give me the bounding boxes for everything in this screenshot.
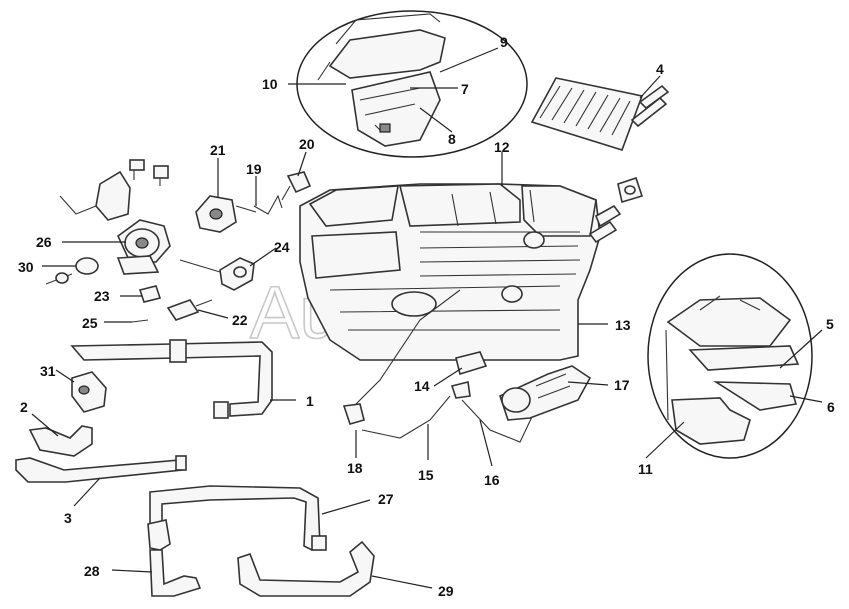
actuator-21 (195, 195, 257, 233)
callout-31: 31 (40, 363, 56, 379)
callout-27: 27 (378, 491, 394, 507)
callout-9: 9 (500, 34, 508, 50)
callout-4: 4 (656, 61, 664, 77)
callout-labels: 1 2 3 4 5 6 7 8 9 10 11 12 13 14 15 16 1… (18, 34, 835, 599)
blower-housing-parts (59, 159, 169, 221)
callout-24: 24 (274, 239, 290, 255)
rod-25 (131, 319, 149, 323)
callout-12: 12 (494, 139, 510, 155)
callout-18: 18 (347, 460, 363, 476)
clip-23 (138, 285, 162, 303)
callout-5: 5 (826, 316, 834, 332)
callout-16: 16 (484, 472, 500, 488)
detail-circle-right (647, 253, 813, 459)
callout-10: 10 (262, 76, 278, 92)
heater-core (530, 77, 670, 151)
control-panel-17 (499, 365, 592, 421)
callout-29: 29 (438, 583, 454, 599)
servo-24 (179, 257, 255, 291)
valve-31 (71, 371, 107, 413)
callout-27-30: 30 (18, 259, 34, 275)
callout-19: 19 (246, 161, 262, 177)
callout-28: 28 (84, 563, 100, 579)
link-19 (253, 194, 283, 215)
callout-17: 17 (614, 377, 630, 393)
callout-25: 25 (82, 315, 98, 331)
hose-29 (237, 540, 375, 597)
hose-1 (70, 339, 273, 419)
leader-lines (31, 47, 823, 589)
knob-part (45, 257, 99, 285)
callout-11: 11 (638, 461, 653, 477)
sensor-22 (166, 299, 213, 321)
hose-28 (147, 519, 202, 597)
callout-20: 20 (299, 136, 315, 152)
hose-27 (149, 485, 327, 551)
callout-8: 8 (448, 131, 456, 147)
callout-1: 1 (306, 393, 314, 409)
callout-7: 7 (461, 81, 469, 97)
blower-motor (116, 219, 171, 275)
hose-3 (15, 455, 187, 483)
connector-20 (281, 171, 312, 201)
callout-22: 22 (232, 312, 248, 328)
callout-13: 13 (615, 317, 631, 333)
callout-23: 23 (94, 288, 110, 304)
callout-2: 2 (20, 399, 28, 415)
hose-2 (28, 425, 93, 457)
heater-housing (299, 176, 644, 361)
callout-15: 15 (418, 467, 434, 483)
callout-26: 26 (36, 234, 52, 250)
callout-6: 6 (827, 399, 835, 415)
callout-14: 14 (414, 378, 430, 394)
control-cables (342, 289, 541, 443)
detail-circle-top (296, 10, 528, 158)
callout-3: 3 (64, 510, 72, 526)
callout-21: 21 (210, 142, 226, 158)
